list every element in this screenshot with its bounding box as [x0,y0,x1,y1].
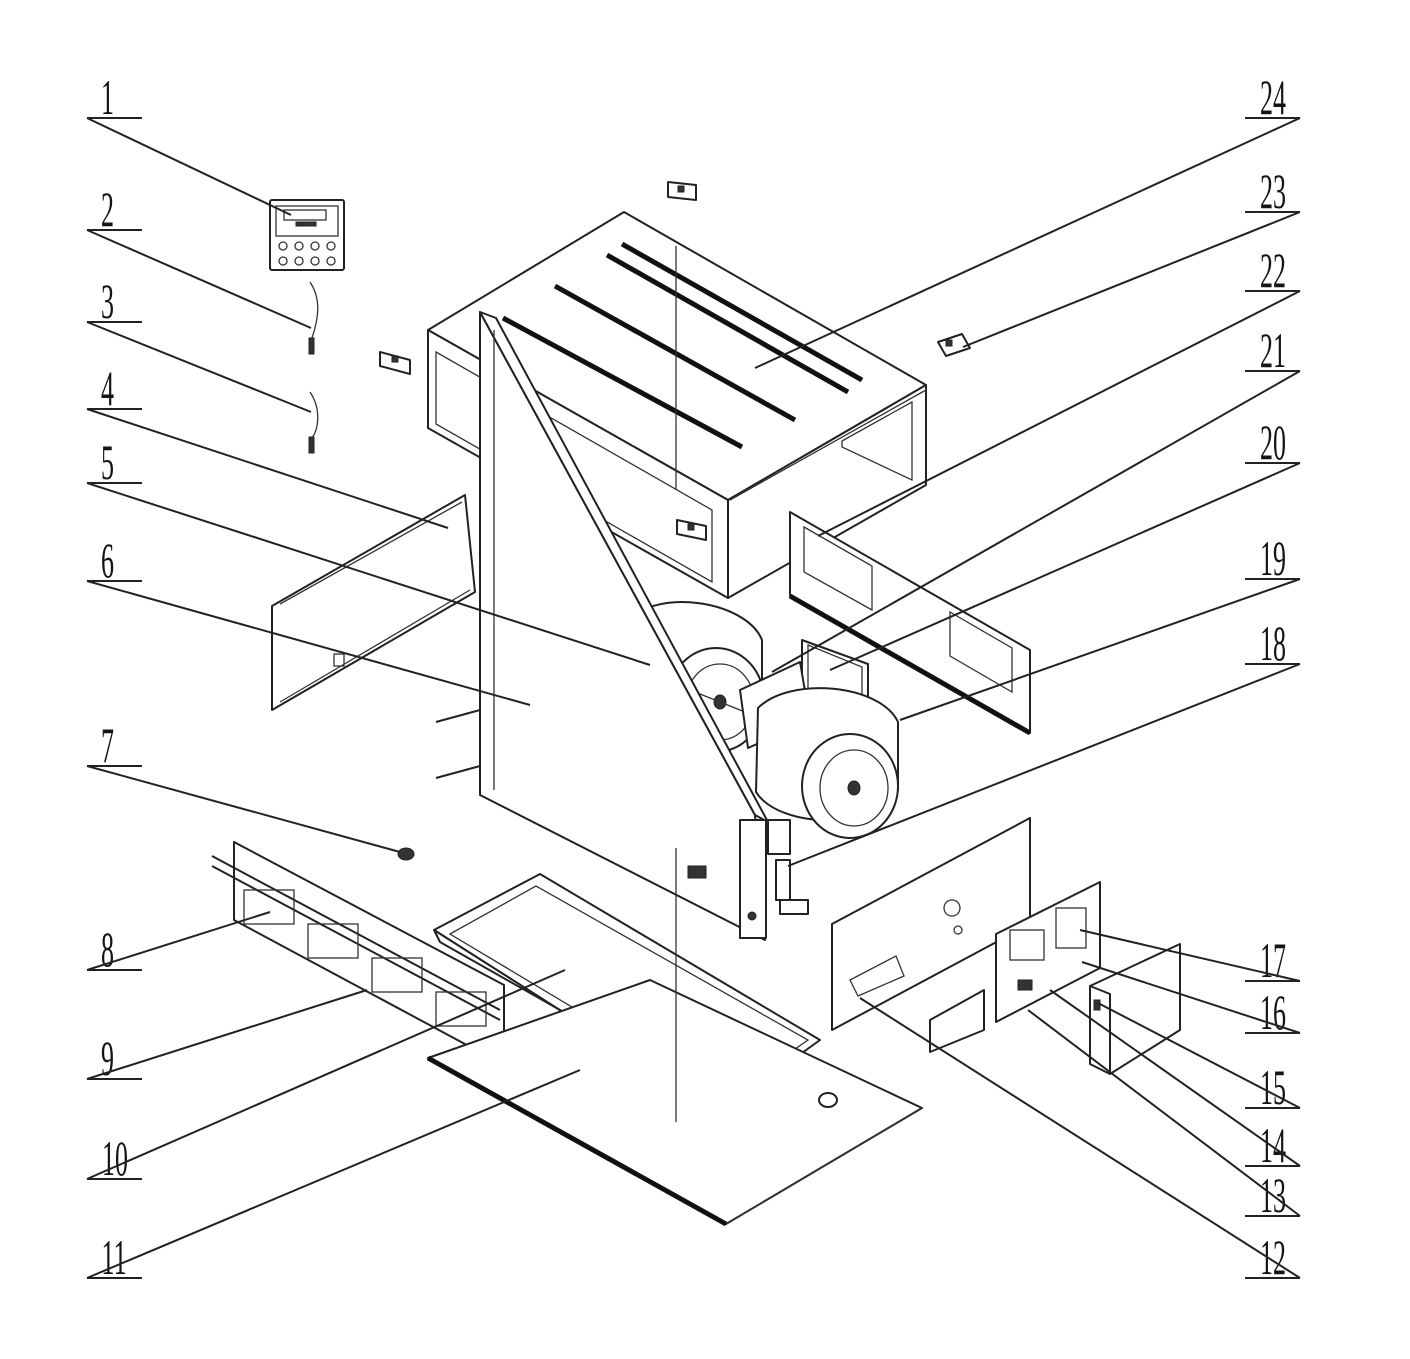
blower-fan-part-19 [755,687,899,839]
callout-label-23: 23 [1260,163,1286,219]
callout-label-4: 4 [101,360,114,416]
callout-label-10: 10 [102,1130,128,1186]
bracket-left [379,351,411,375]
callout-20: 20 [829,414,1301,671]
bottom-plate-part [426,848,923,1227]
callout-label-20: 20 [1260,414,1286,470]
callout-22: 22 [817,242,1301,537]
callout-label-15: 15 [1260,1059,1286,1115]
callout-label-7: 7 [101,717,114,773]
side-panel-part [271,494,476,711]
sensor-part-2 [308,281,319,355]
callout-2: 2 [86,181,312,329]
callout-1: 1 [86,69,292,216]
callout-13: 13 [1027,1009,1301,1223]
rear-panel-part [788,511,1032,736]
callout-label-6: 6 [101,532,114,588]
callout-15: 15 [1097,1002,1301,1115]
callout-4: 4 [86,360,449,529]
callout-14: 14 [1049,989,1301,1173]
callout-19: 19 [899,530,1301,721]
callout-21: 21 [771,322,1301,673]
callout-5: 5 [86,434,651,666]
callout-8: 8 [86,911,271,977]
callout-label-3: 3 [101,273,114,329]
bracket-front [676,519,707,541]
callout-16: 16 [1081,961,1301,1040]
callout-label-16: 16 [1260,984,1286,1040]
callout-12: 12 [859,997,1301,1285]
callout-6: 6 [86,532,531,706]
bracket-part-23 [937,333,971,357]
callout-24: 24 [754,69,1301,369]
callout-18: 18 [787,615,1301,867]
callout-label-17: 17 [1260,932,1286,988]
callout-9: 9 [86,989,368,1086]
callout-label-8: 8 [101,921,114,977]
callout-3: 3 [86,273,312,413]
callout-label-22: 22 [1260,242,1286,298]
callout-7: 7 [86,717,401,853]
callout-23: 23 [962,163,1301,348]
callout-label-18: 18 [1260,615,1286,671]
callout-label-12: 12 [1260,1229,1286,1285]
wired-controller-part [269,199,345,271]
callout-label-21: 21 [1260,322,1286,378]
callout-11: 11 [86,1069,581,1285]
callout-label-1: 1 [101,69,114,125]
callout-label-2: 2 [101,181,114,237]
callout-label-9: 9 [101,1030,114,1086]
bracket-top [667,181,697,201]
callout-label-19: 19 [1260,530,1286,586]
callout-10: 10 [86,969,566,1186]
callout-17: 17 [1079,929,1301,988]
callout-label-5: 5 [101,434,114,490]
coil-part [435,311,769,941]
callout-label-14: 14 [1260,1117,1286,1173]
valve-assembly-part [687,819,809,939]
callout-label-11: 11 [102,1229,127,1285]
sensor-part-3 [308,391,319,454]
callout-label-24: 24 [1260,69,1286,125]
plug-part [397,847,415,861]
electric-box-cover-part [1089,943,1181,1075]
